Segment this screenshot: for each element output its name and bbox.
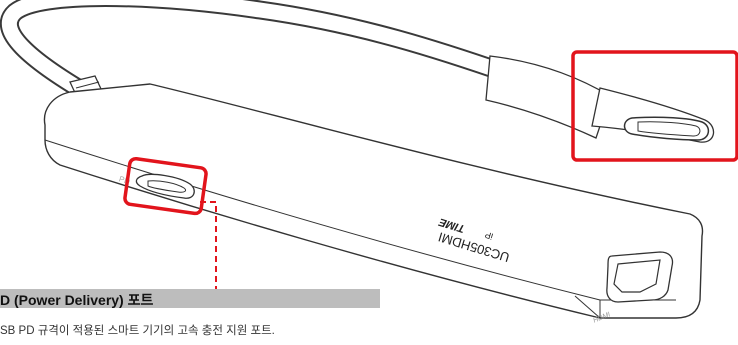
callout-leader-line	[187, 201, 217, 297]
pd-port-highlight-box	[123, 156, 208, 216]
usb-c-plug-tip	[623, 116, 710, 141]
usb-c-connector	[485, 55, 715, 143]
hdmi-port	[606, 251, 674, 303]
callout-label-bar	[0, 289, 380, 308]
pd-port	[135, 173, 195, 199]
hub-body	[43, 83, 704, 319]
callout-description: SB PD 규격이 적용된 스마트 기기의 고속 충전 지원 포트.	[0, 325, 275, 337]
brand-prefix: iP	[484, 230, 495, 242]
callout-title: D (Power Delivery) 포트	[0, 292, 154, 308]
usb-c-highlight-box	[571, 50, 738, 162]
